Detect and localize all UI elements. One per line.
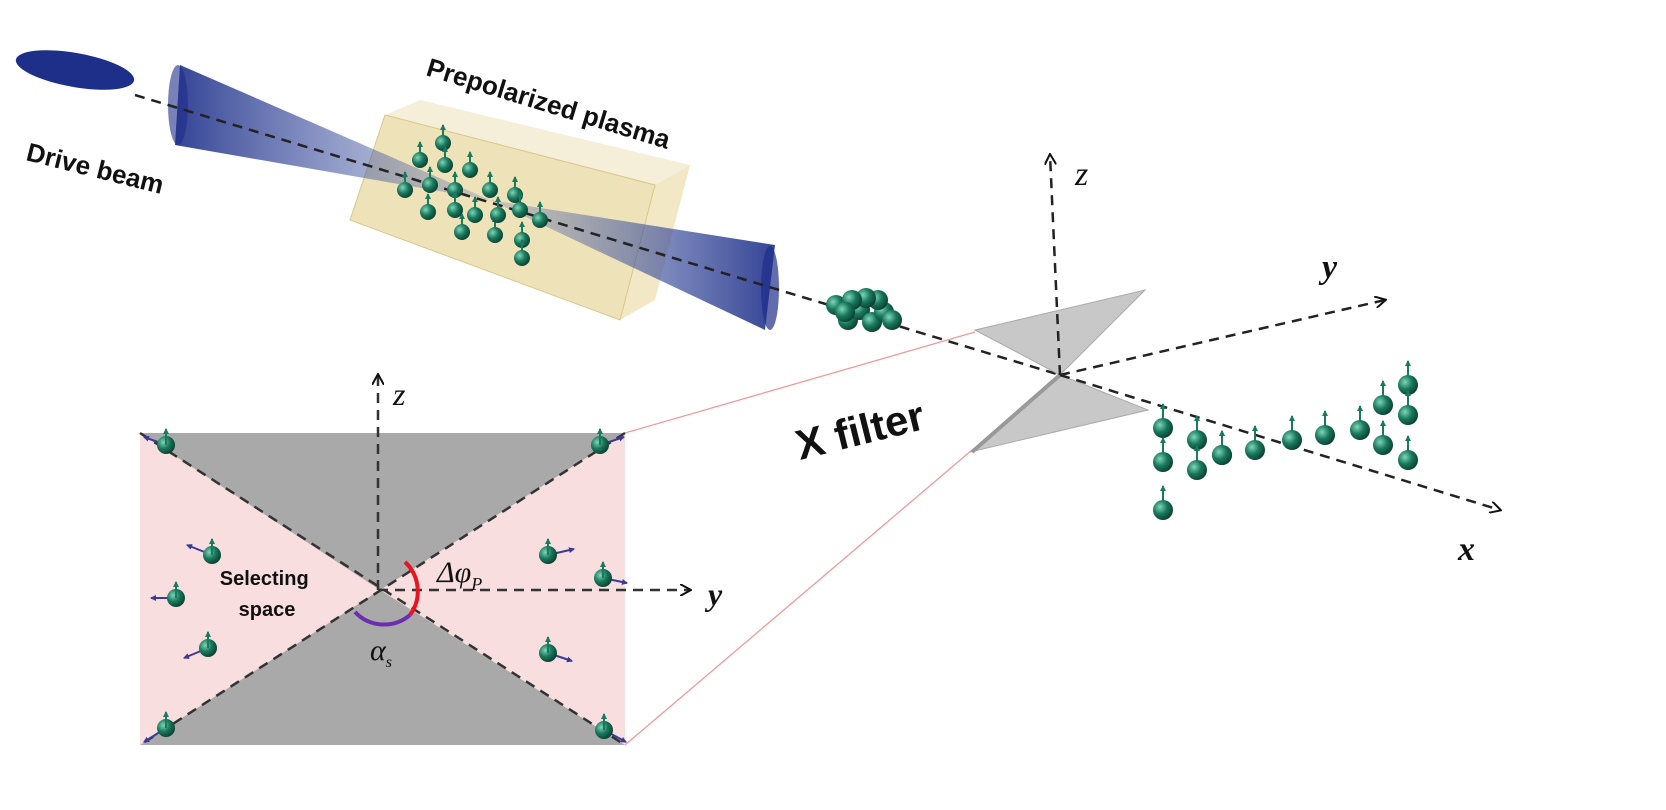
particle bbox=[1282, 415, 1302, 450]
particle bbox=[454, 213, 470, 240]
particle bbox=[447, 171, 463, 198]
particle bbox=[1398, 435, 1418, 470]
particle bbox=[467, 196, 483, 223]
particle bbox=[514, 239, 530, 266]
particles bbox=[143, 124, 1418, 743]
particle bbox=[437, 146, 453, 173]
panel-axis-y-label: y bbox=[704, 576, 723, 612]
axis-z-label: z bbox=[1074, 156, 1088, 193]
x-filter-shape bbox=[969, 289, 1150, 454]
particle bbox=[490, 196, 506, 223]
projection-line-top bbox=[624, 331, 976, 434]
axis-y-label: y bbox=[1318, 249, 1338, 286]
particle bbox=[1315, 410, 1335, 445]
particle bbox=[835, 302, 855, 322]
particle bbox=[482, 171, 498, 198]
particle bbox=[1245, 425, 1265, 460]
particle bbox=[1212, 430, 1232, 465]
particle bbox=[1373, 420, 1393, 455]
projection-line-bottom bbox=[624, 449, 973, 746]
delta-phi-label: ΔφP bbox=[436, 556, 482, 594]
particle bbox=[1373, 380, 1393, 415]
particle bbox=[420, 193, 436, 220]
drive-beam-cones bbox=[168, 65, 779, 330]
alpha-label: αs bbox=[370, 634, 392, 671]
particle bbox=[1153, 437, 1173, 472]
particle bbox=[422, 166, 438, 193]
particle bbox=[462, 151, 478, 178]
particle bbox=[1153, 403, 1173, 438]
particle bbox=[1398, 390, 1418, 425]
selecting-panel bbox=[139, 375, 690, 747]
particle bbox=[412, 141, 428, 168]
particle bbox=[397, 171, 413, 198]
beam-axis-line bbox=[134, 93, 1061, 377]
x-filter-label: X filter bbox=[791, 392, 929, 469]
particle bbox=[1398, 360, 1418, 395]
main-axes bbox=[1050, 155, 1500, 510]
panel-axis-z-label: z bbox=[392, 376, 406, 412]
axis-x-label: x bbox=[1457, 531, 1475, 568]
particle bbox=[1153, 485, 1173, 520]
particle bbox=[1350, 405, 1370, 440]
drive-beam-label: Drive beam bbox=[24, 137, 167, 200]
particle bbox=[1187, 415, 1207, 450]
particle bbox=[512, 191, 528, 218]
particle bbox=[1187, 445, 1207, 480]
particle bbox=[532, 201, 548, 228]
drive-beam-bunch bbox=[15, 50, 135, 90]
particle bbox=[882, 310, 902, 330]
selecting-space-label: Selecting space bbox=[220, 568, 314, 621]
